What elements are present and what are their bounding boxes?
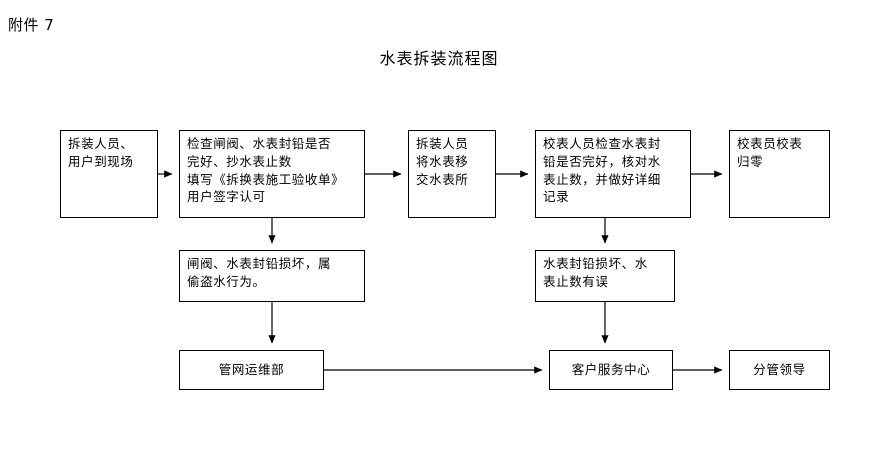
node-inspect-valve-and-seal[interactable]: 检查闸阀、水表封铅是否 完好、抄水表止数 填写《拆换表施工验收单》 用户签字认可 — [179, 130, 365, 218]
node-customer-service-center[interactable]: 客户服务中心 — [549, 350, 673, 390]
node-transfer-meter-to-office[interactable]: 拆装人员 将水表移 交水表所 — [408, 130, 496, 218]
page-title: 水表拆装流程图 — [379, 49, 499, 68]
node-seal-damaged-water-theft[interactable]: 闸阀、水表封铅损坏，属 偷盗水行为。 — [179, 250, 365, 302]
node-seal-damaged-reading-error[interactable]: 水表封铅损坏、水 表止数有误 — [535, 250, 675, 302]
node-responsible-leader[interactable]: 分管领导 — [729, 350, 830, 390]
node-calibration-staff-check[interactable]: 校表人员检查水表封 铅是否完好，核对水 表止数，并做好详细 记录 — [535, 130, 691, 218]
node-dismantle-staff-on-site[interactable]: 拆装人员、 用户到现场 — [60, 130, 158, 218]
node-calibration-reset-zero[interactable]: 校表员校表 归零 — [729, 130, 830, 218]
attachment-label: 附件 7 — [8, 16, 55, 34]
node-pipe-network-ops-dept[interactable]: 管网运维部 — [179, 350, 324, 390]
